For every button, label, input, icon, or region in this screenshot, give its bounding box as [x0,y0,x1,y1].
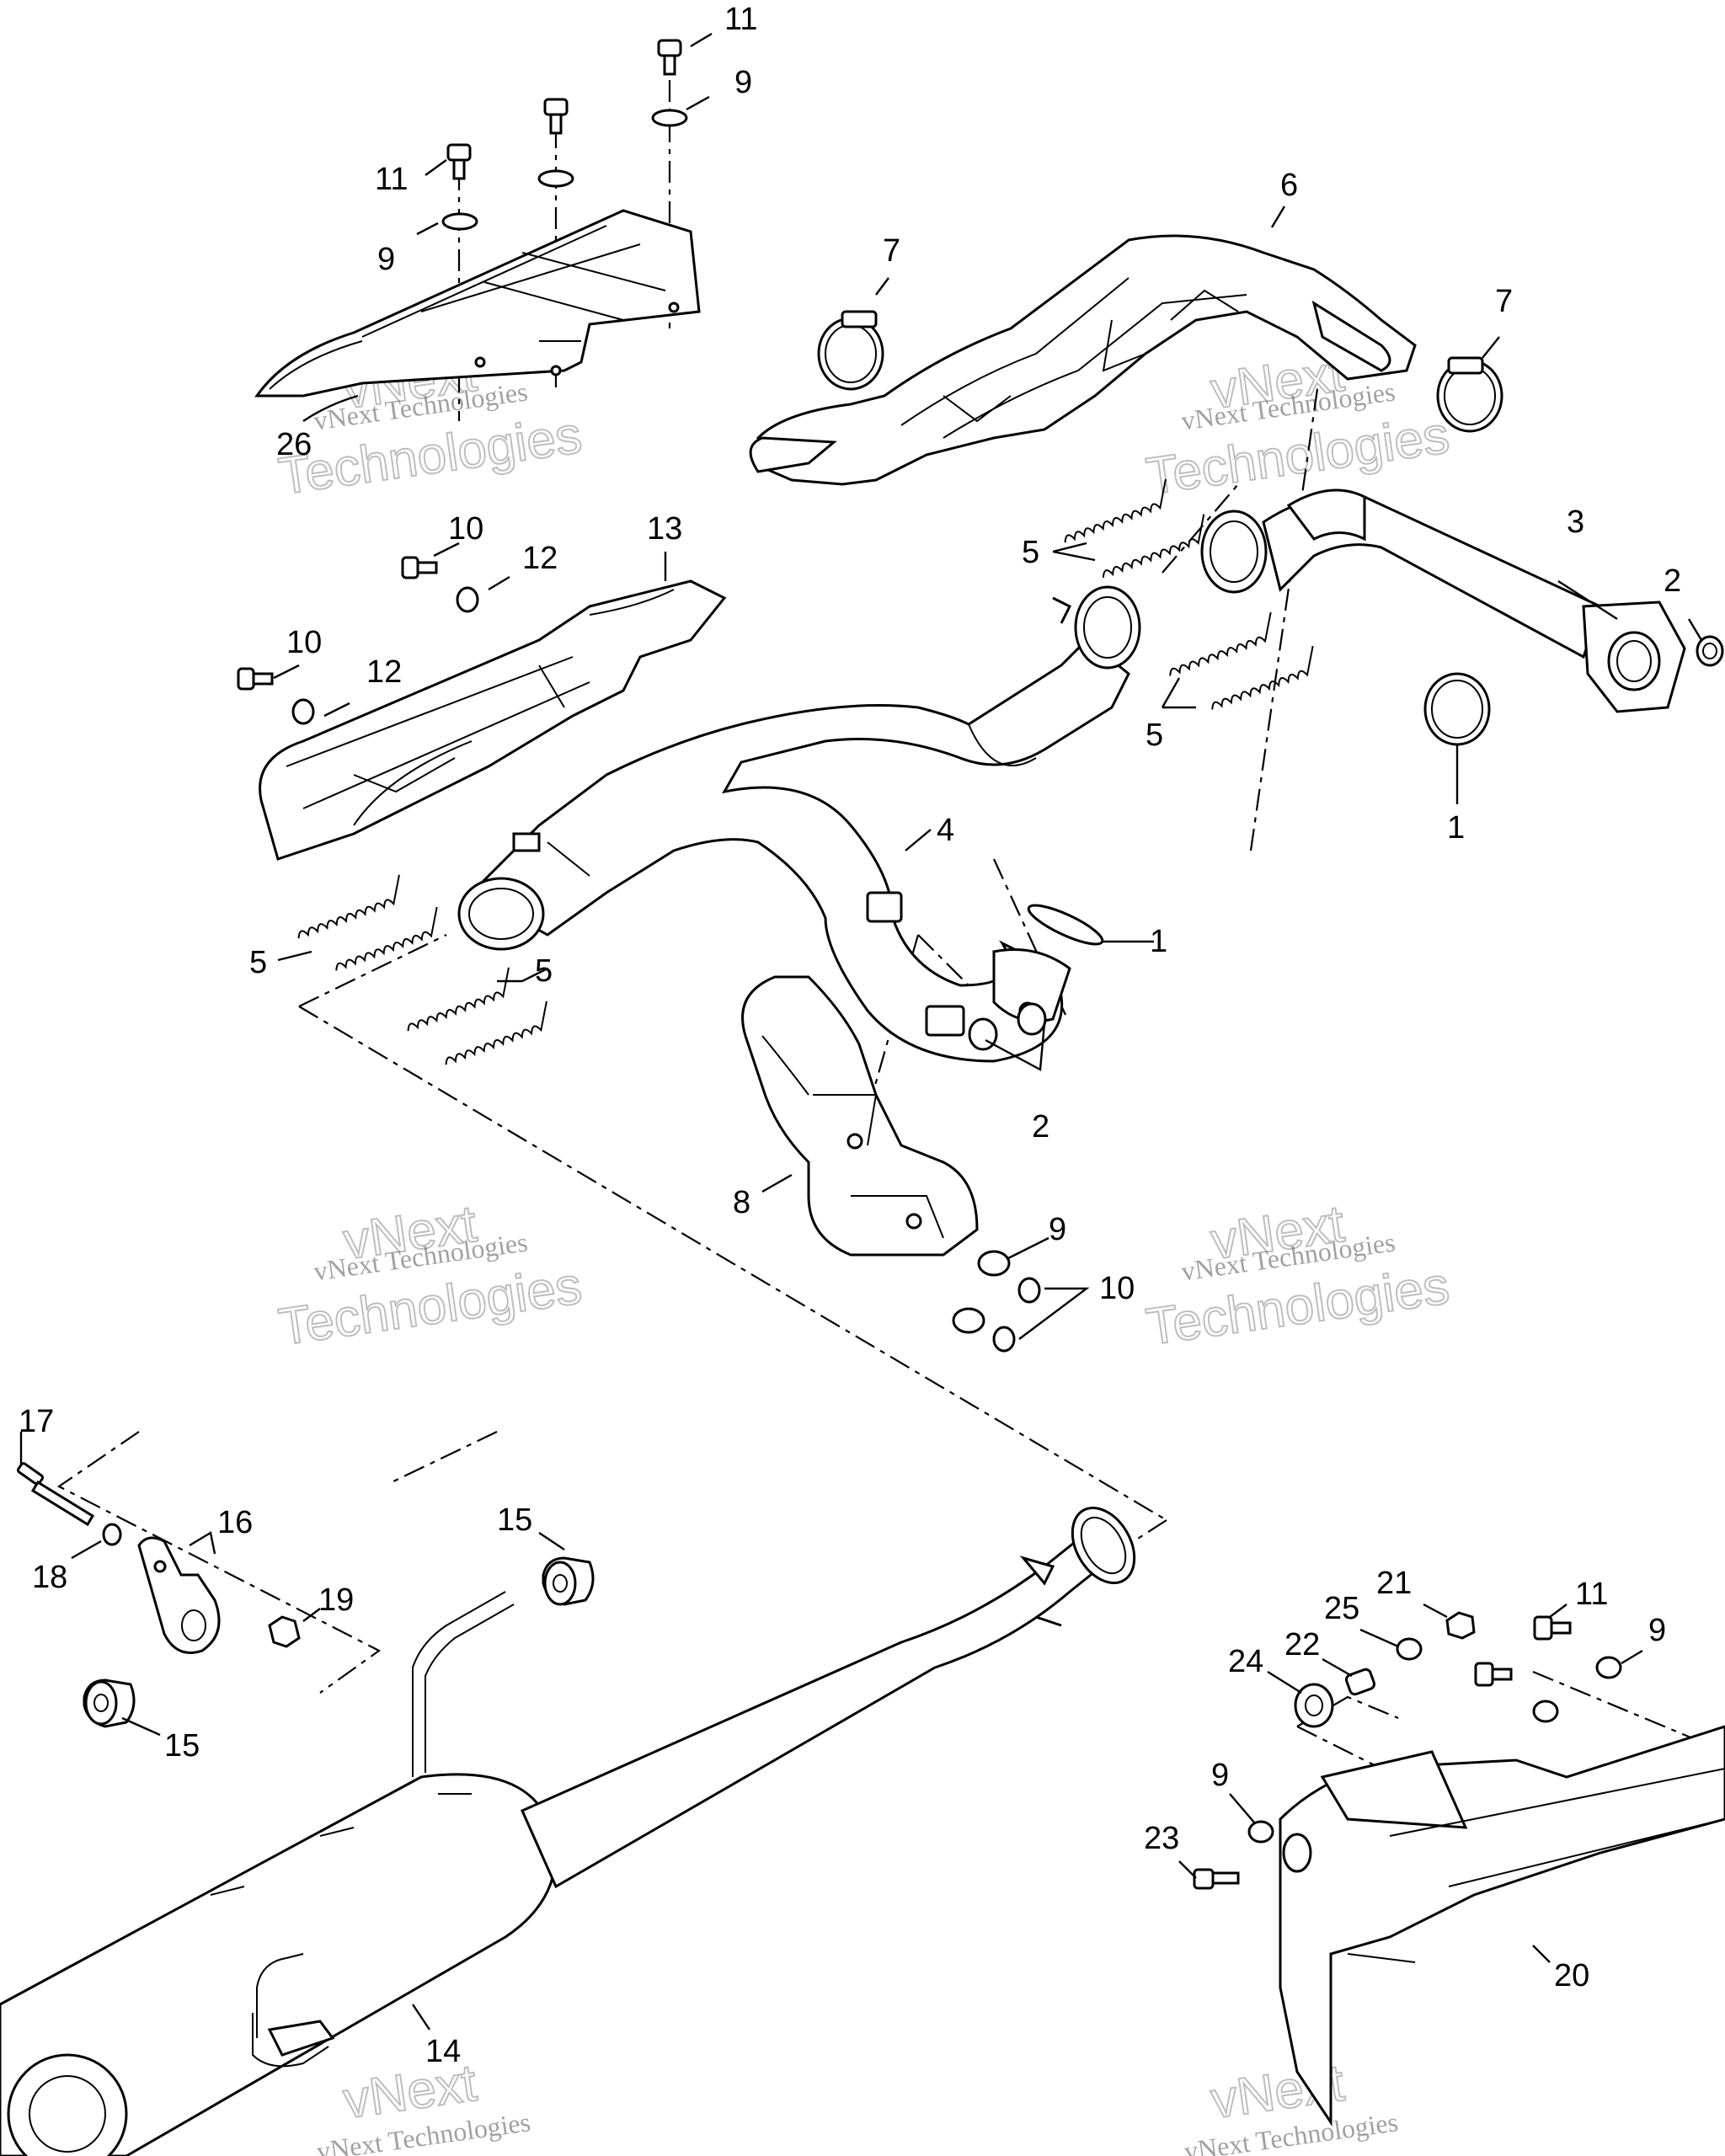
heat-shield-20[interactable] [1279,1725,1725,2127]
callout-number: 5 [1022,535,1039,570]
bolt-11-mid[interactable] [543,98,569,135]
heat-shield-8[interactable] [741,975,979,1257]
callout-number: 21 [1376,1566,1412,1601]
callout-number: 2 [1032,1109,1049,1145]
callout-number: 26 [276,427,312,462]
bolt-11-lower-b[interactable] [1474,1662,1513,1687]
leader-lines [19,32,1703,2031]
bushing-24[interactable] [1294,1683,1334,1728]
heat-shield-6[interactable] [749,234,1417,486]
callout-number: 13 [647,511,682,547]
springs-5-right[interactable] [1162,611,1322,710]
nut-19[interactable] [268,1615,301,1648]
callout-number: 7 [883,233,900,269]
callout-number: 11 [724,2,757,37]
callout-number: 12 [522,541,558,576]
heat-shield-26[interactable] [254,209,701,398]
callout-number: 7 [1495,284,1513,319]
callout-number: 15 [497,1502,532,1538]
callout-number: 12 [366,654,402,690]
callout-number: 8 [733,1185,750,1220]
washer-9-mid[interactable] [537,169,574,188]
bolt-11-left[interactable] [446,143,472,180]
callout-number: 5 [249,945,267,980]
washer-9-lower-c[interactable] [1247,1820,1274,1844]
spacer-22[interactable] [1344,1668,1376,1696]
washer-12-b[interactable] [291,698,315,725]
muffler-14[interactable] [0,1497,1147,2156]
callout-number: 5 [535,953,553,989]
callout-number: 10 [1099,1271,1135,1306]
callouts: 11 9 11 9 26 6 7 7 10 12 13 10 12 5 5 3 … [19,2,1681,2069]
springs-5-top[interactable] [1056,478,1212,578]
heat-shield-13[interactable] [259,579,727,861]
callout-number: 1 [1150,924,1167,959]
gasket-1-center[interactable] [1024,899,1106,951]
watermark-mid-left: vNext Technologies vNext Technologies [275,1194,586,1358]
callout-number: 6 [1280,168,1298,203]
callout-number: 25 [1324,1591,1359,1626]
callout-number: 11 [375,162,408,197]
bolt-11-right[interactable] [657,39,682,76]
callout-number: 18 [32,1560,67,1595]
bolt-23[interactable] [1193,1868,1240,1890]
washer-9-left[interactable] [441,212,478,231]
washer-18[interactable] [102,1523,122,1546]
nut-10-b[interactable] [992,1326,1016,1353]
washer-9-center[interactable] [977,1250,1011,1277]
springs-5-left[interactable] [290,874,446,971]
nut-21[interactable] [1445,1611,1476,1640]
washer-9-right[interactable] [651,109,688,127]
callout-number: 9 [377,242,395,277]
bolt-10-b[interactable] [237,667,274,691]
spring-hook [1052,596,1072,624]
callout-number: 9 [1648,1613,1666,1648]
callout-number: 1 [1447,810,1465,846]
callout-number: 9 [1049,1212,1066,1247]
callout-number: 9 [1211,1758,1229,1793]
grommet-15-b[interactable] [83,1678,136,1728]
callout-number: 14 [425,2034,461,2069]
callout-number: 17 [19,1404,54,1439]
bolt-17[interactable] [16,1462,95,1527]
bolt-10-a[interactable] [401,556,438,579]
washer-9-b[interactable] [952,1307,985,1334]
springs-5-center[interactable] [399,967,555,1065]
callout-number: 24 [1228,1644,1263,1679]
watermark-mid-right: vNext Technologies vNext Technologies [1142,1194,1454,1358]
callout-number: 10 [448,511,483,547]
callout-number: 22 [1284,1627,1320,1662]
callout-number: 5 [1146,718,1163,753]
callout-number: 11 [1575,1577,1608,1612]
nuts-2-lower[interactable] [968,1002,1047,1051]
gasket-1-right[interactable] [1423,672,1491,746]
callout-number: 3 [1567,504,1584,540]
grommet-15-a[interactable] [542,1556,595,1606]
callout-number: 2 [1664,563,1681,599]
exhaust-pipe-3[interactable] [1074,488,1686,713]
nut-2-top[interactable] [1696,635,1724,667]
callout-number: 20 [1554,1958,1589,1993]
bracket-16[interactable] [137,1536,221,1654]
nut-10-a[interactable] [1017,1277,1041,1304]
spring-hook [512,832,541,852]
washer-9-lower-b[interactable] [1532,1700,1559,1723]
watermark-bottom-right: vNext vNext Technologies [1183,2053,1400,2156]
washer-9-lower-a[interactable] [1595,1656,1622,1679]
callout-number: 4 [937,813,954,848]
callout-number: 9 [734,65,752,100]
callout-number: 16 [217,1505,253,1540]
clamp-7-right[interactable] [1436,356,1503,433]
watermark-bottom-left: vNext vNext Technologies [315,2053,532,2156]
bolt-11-lower-a[interactable] [1533,1615,1572,1641]
clamp-7-left[interactable] [817,310,884,391]
callout-number: 10 [286,625,322,660]
callout-number: 19 [318,1582,354,1618]
callout-number: 23 [1144,1821,1179,1856]
callout-number: 15 [164,1728,200,1764]
washer-25[interactable] [1396,1637,1423,1661]
washer-12-a[interactable] [456,586,479,613]
